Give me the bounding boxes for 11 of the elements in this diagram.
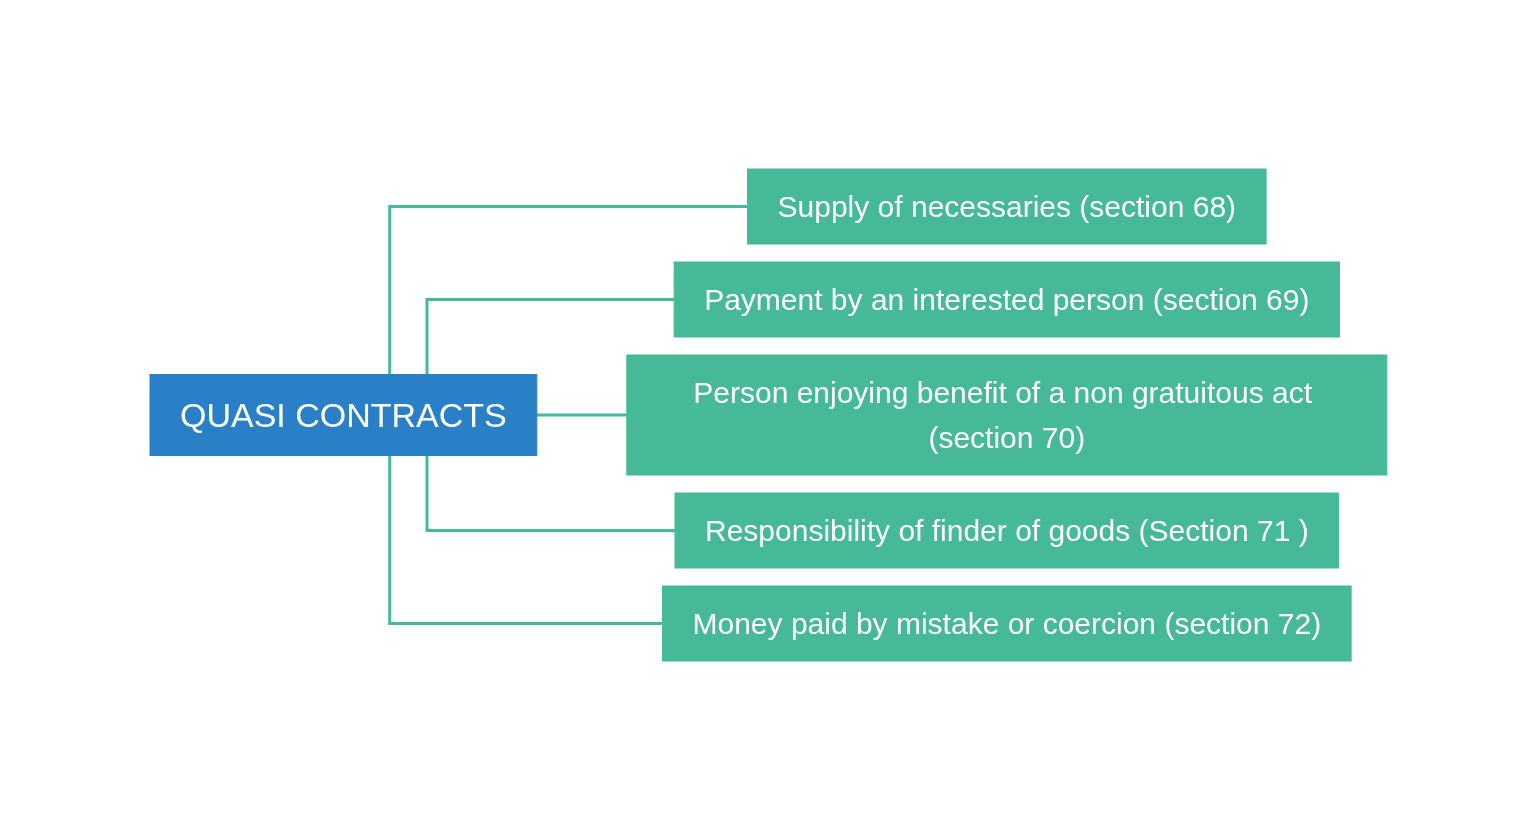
node-box: Person enjoying benefit of a non gratuitous act (section 70) [626,354,1388,475]
node-box: Supply of necessaries (section 68) [747,168,1267,244]
connector [425,297,675,374]
connector [388,455,663,625]
node-box: Money paid by mistake or coercion (section 72) [662,585,1352,661]
node-box: Payment by an interested person (section 69) [673,261,1341,337]
connector [425,455,676,532]
node-box: QUASI CONTRACTS [149,373,538,456]
node-box: Responsibility of finder of goods (Section 71 ) [674,492,1340,568]
connector [535,413,627,416]
connector [388,204,748,374]
